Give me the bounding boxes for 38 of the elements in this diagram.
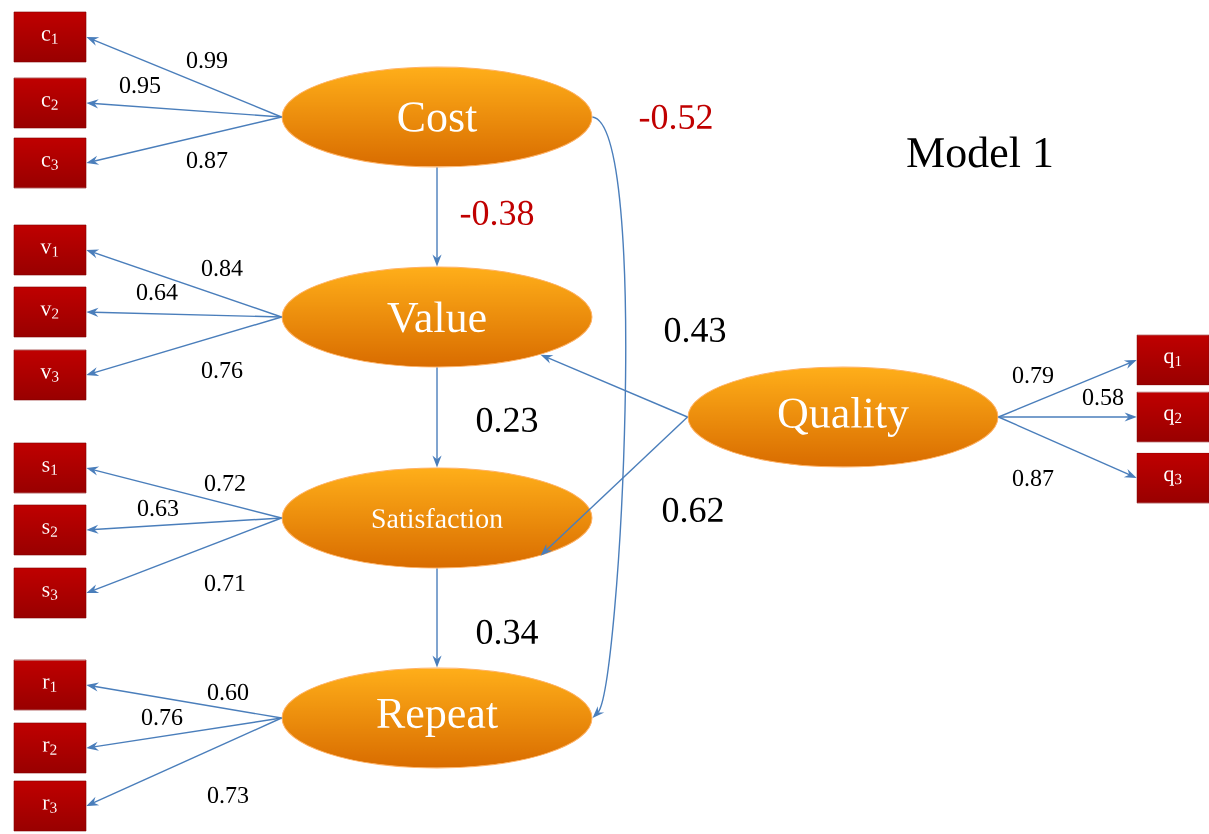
edge-label: 0.99 [185,50,229,70]
indicator-box: c$_{1}$ [13,11,87,63]
arrow [591,116,627,718]
edge-label: 0.79 [1011,365,1055,385]
edge-label: 0.87 [1011,468,1055,488]
indicator-box: c$_{3}$ [13,137,87,189]
indicator-box: r$_{1}$ [13,659,87,711]
edge-label: 0.71 [203,573,247,593]
edge-label: 0.58 [1081,387,1125,407]
edge-label: 0.73 [206,785,250,805]
indicator-box: q$_{3}$ [1136,452,1209,504]
edge-label: 0.64 [135,282,179,302]
edge-label: 0.62 [660,496,726,524]
edge-label: 0.84 [200,258,244,278]
model-title: Model 1 [907,136,1052,168]
edge-label: 0.43 [662,316,728,344]
indicator-box: v$_{2}$ [13,286,87,338]
indicator-box: s$_{1}$ [13,442,87,494]
indicator-box: s$_{2}$ [13,504,87,556]
indicator-box: r$_{2}$ [13,722,87,774]
edge-label: 0.23 [474,406,540,434]
edge-label: -0.52 [637,103,715,131]
edge-label: 0.76 [140,707,184,727]
edge-label: 0.63 [136,498,180,518]
edge-label: 0.95 [118,75,162,95]
indicator-box: q$_{1}$ [1136,334,1209,386]
edge-label: -0.38 [458,199,536,227]
indicator-box: v$_{3}$ [13,349,87,401]
indicator-box: s$_{3}$ [13,567,87,619]
indicator-box: c$_{2}$ [13,77,87,129]
edge-label: 0.72 [203,473,247,493]
edge-label: 0.76 [200,360,244,380]
edge-label: 0.60 [206,682,250,702]
edge-label: 0.34 [474,618,540,646]
indicator-box: q$_{2}$ [1136,391,1209,443]
indicator-box: v$_{1}$ [13,224,87,276]
edge-label: 0.87 [185,150,229,170]
indicator-box: r$_{3}$ [13,780,87,832]
